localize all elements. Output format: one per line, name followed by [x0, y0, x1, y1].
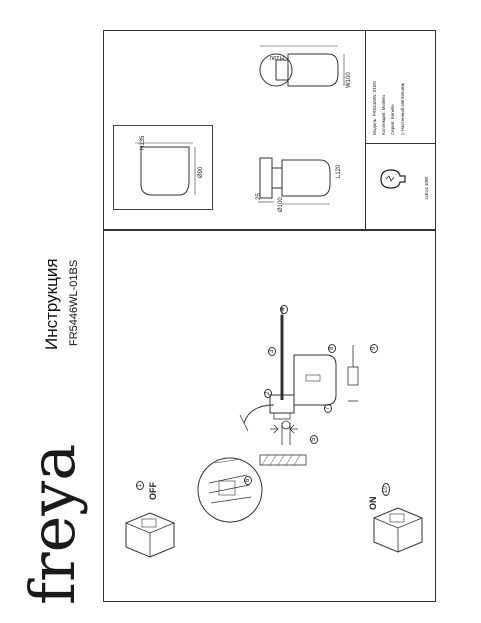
lamp-top-view [259, 45, 345, 87]
bulb-icon [380, 169, 406, 189]
step-7-badge: 7 [324, 403, 332, 413]
spec-divider [365, 30, 366, 230]
switch-off-box [125, 512, 175, 558]
spec-series-label: Серия: [390, 120, 395, 135]
wiring-detail [197, 457, 263, 523]
spec-model-label: Модель: [372, 117, 377, 135]
lamp-shade-box [113, 125, 213, 210]
dim-h190: H190 [269, 54, 284, 60]
dim-25: 25 [256, 193, 262, 200]
switch-on-box [373, 507, 423, 553]
spec-collection: Коллекция: Modern [381, 95, 386, 135]
page-title: Инструкция [42, 258, 61, 350]
lamp-side-view [258, 157, 331, 205]
spec-series: Серия: Kenelle [390, 104, 395, 135]
spec-divider-h [365, 143, 436, 144]
brand-logo: freya [16, 443, 89, 605]
step-off-label: OFF [148, 482, 158, 500]
step-3-badge: 3 [268, 346, 276, 356]
assembly-drawing [239, 307, 359, 466]
step-10-badge: 10 [382, 483, 390, 496]
spec-frame [103, 30, 436, 230]
step-1-badge: 1 [136, 480, 144, 490]
dim-w100: W100 [346, 72, 352, 88]
dim-l120: L120 [336, 164, 342, 178]
dim-d90: Ø90 [198, 166, 204, 178]
step-2-badge: 2 [264, 388, 272, 398]
lamp-shade-drawing [135, 142, 196, 196]
spec-series-value: Kenelle [390, 104, 395, 120]
spec-type-value: Настенный светильник [400, 83, 405, 132]
spec-collection-value: Modern [381, 94, 386, 111]
spec-collection-label: Коллекция: [381, 111, 386, 135]
spec-model: Модель: FR5446WL-01BS [372, 81, 377, 135]
step-6-badge: 6 [244, 475, 252, 485]
dim-d100: Ø100 [278, 197, 284, 212]
spec-type: ▯ Настенный светильник [400, 83, 406, 135]
instructions-frame [103, 230, 436, 602]
step-9-badge: 9 [370, 343, 378, 353]
step-8-badge: 8 [328, 343, 336, 353]
bulb-label: 1xE14 40W [424, 176, 429, 200]
wall-lamp-icon: ▯ [400, 132, 405, 135]
spec-model-value: FR5446WL-01BS [372, 81, 377, 117]
step-on-label: ON [368, 496, 378, 511]
dim-h135: H135 [140, 135, 146, 150]
step-5-badge: 5 [310, 434, 318, 444]
model-code: FR5446WL-01BS [68, 259, 80, 346]
step-4-badge: 4 [280, 304, 288, 314]
